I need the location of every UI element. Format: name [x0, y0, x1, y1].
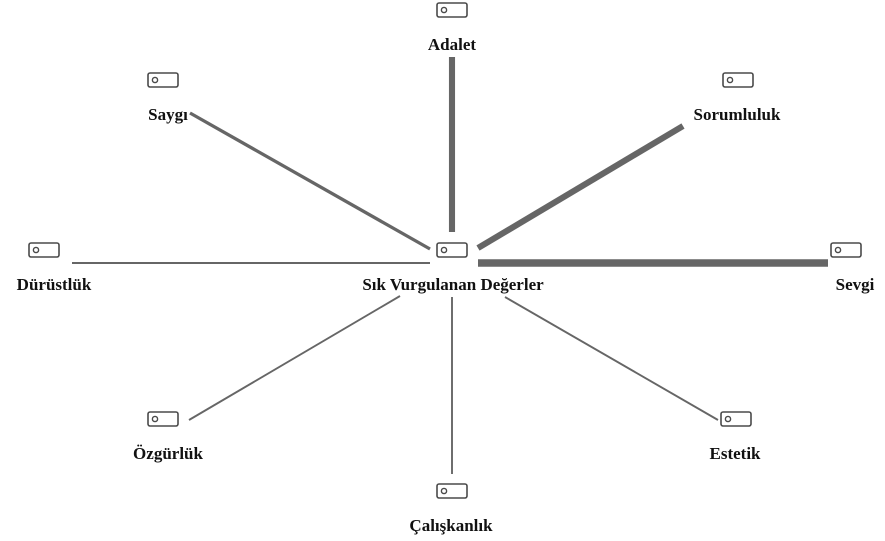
tag-icon [720, 411, 752, 427]
tag-icon [436, 483, 468, 499]
edges-layer [72, 57, 828, 474]
center-node[interactable]: Sık Vurgulanan Değerler [362, 242, 544, 294]
node-ozgurluk[interactable]: Özgürlük [133, 411, 203, 463]
tag-icon [830, 242, 862, 258]
node-label-estetik: Estetik [710, 444, 762, 463]
tag-icon [147, 411, 179, 427]
node-adalet[interactable]: Adalet [428, 2, 477, 54]
node-estetik[interactable]: Estetik [710, 411, 762, 463]
node-label-ozgurluk: Özgürlük [133, 444, 203, 463]
node-label-saygi: Saygı [148, 105, 188, 124]
node-label-durustluk: Dürüstlük [17, 275, 92, 294]
edge-saygi [189, 111, 431, 251]
center-node-label: Sık Vurgulanan Değerler [362, 275, 544, 294]
node-label-adalet: Adalet [428, 35, 477, 54]
node-sorumluluk[interactable]: Sorumluluk [694, 72, 781, 124]
edge-sorumluluk [476, 123, 685, 251]
edge-ozgurluk [188, 295, 401, 421]
tag-icon [147, 72, 179, 88]
tag-icon [436, 2, 468, 18]
tag-icon [436, 242, 468, 258]
node-label-caliskanlik: Çalışkanlık [409, 516, 493, 535]
node-label-sevgi: Sevgi [836, 275, 875, 294]
tag-icon [28, 242, 60, 258]
tag-icon [722, 72, 754, 88]
node-durustluk[interactable]: Dürüstlük [17, 242, 92, 294]
node-sevgi[interactable]: Sevgi [830, 242, 875, 294]
node-caliskanlik[interactable]: Çalışkanlık [409, 483, 493, 535]
node-saygi[interactable]: Saygı [147, 72, 188, 124]
edge-estetik [504, 296, 719, 421]
node-label-sorumluluk: Sorumluluk [694, 105, 781, 124]
